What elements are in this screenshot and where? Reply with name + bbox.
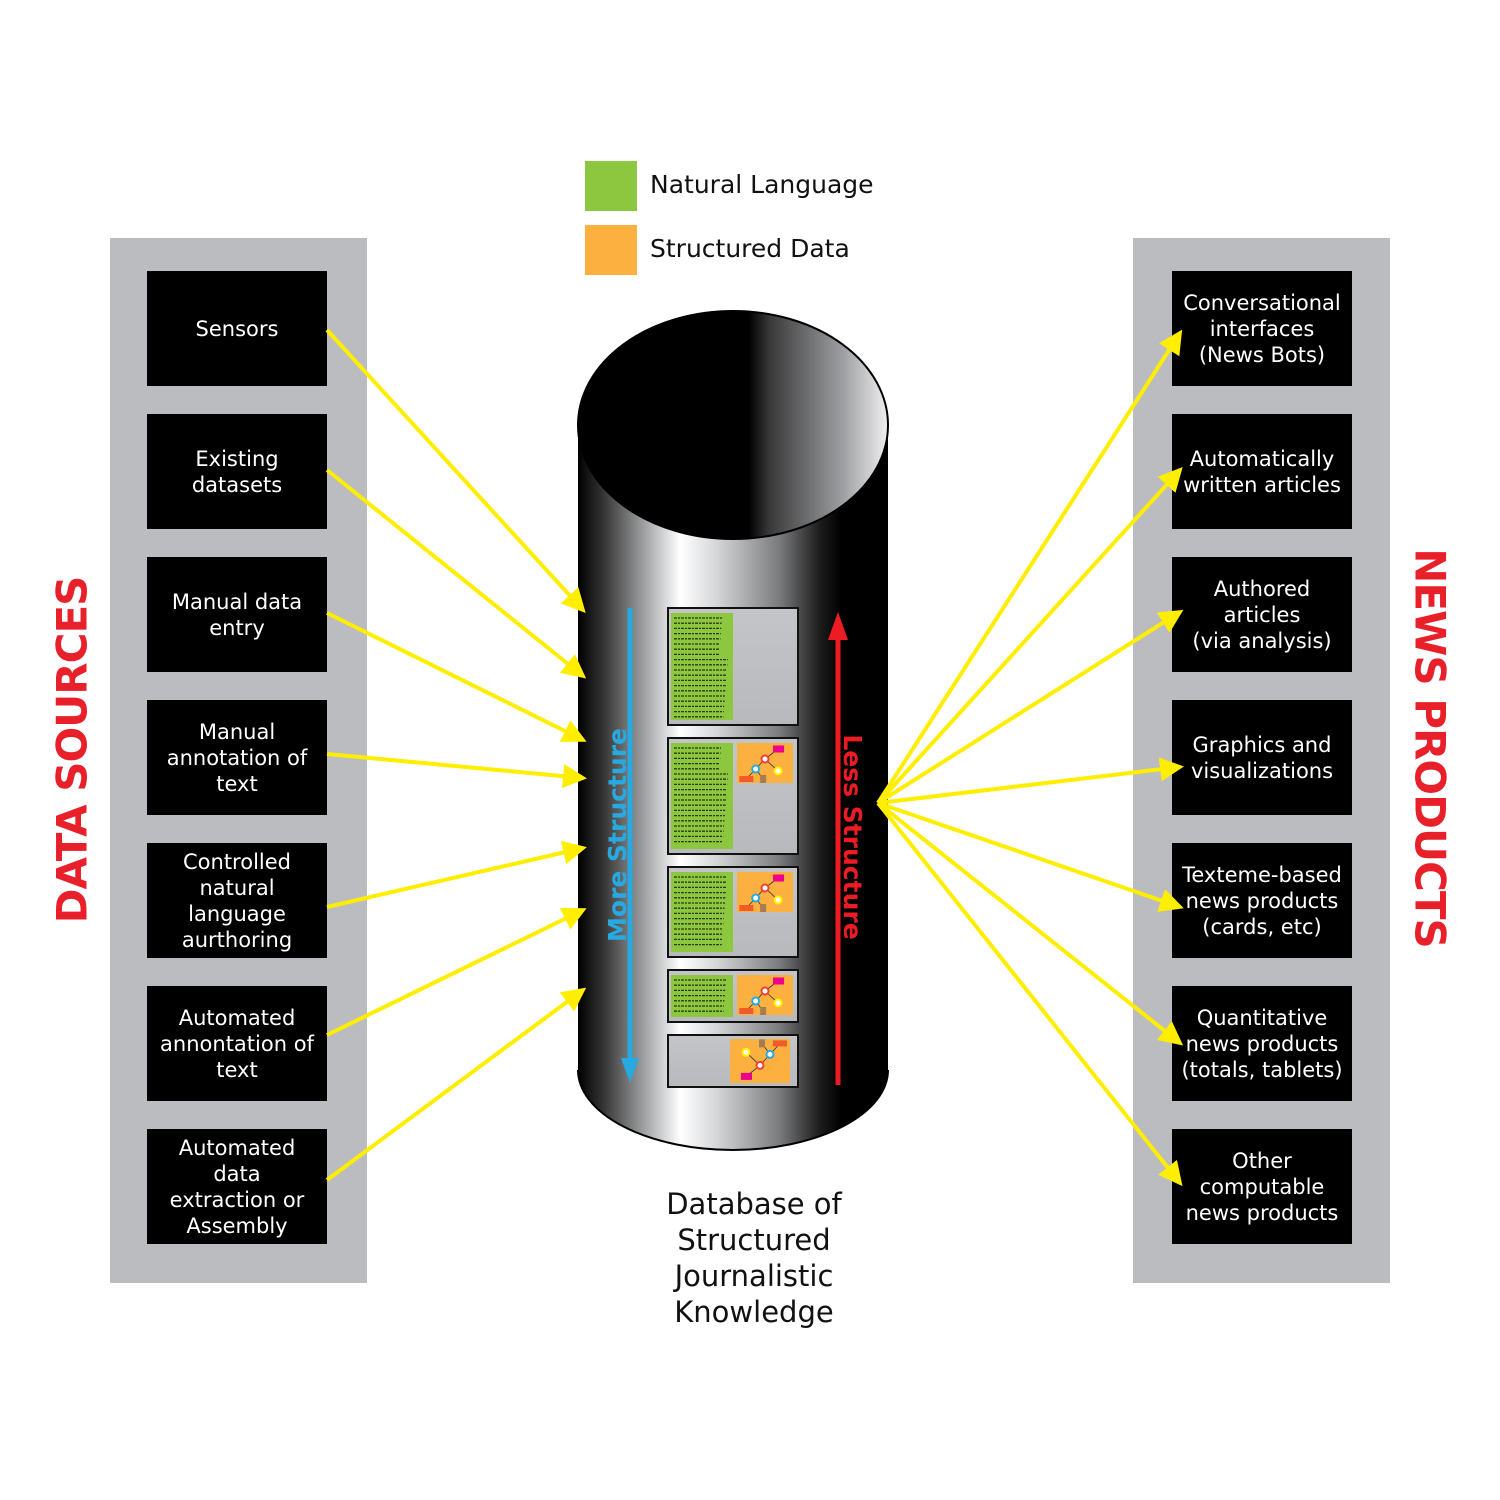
knowledge-card [667,737,799,855]
product-arrow [877,757,1184,805]
less-structure-label: Less Structure [838,734,867,939]
less-structure-arrow [828,612,848,1085]
source-arrow [326,840,587,909]
news-product-box: Quantitative news products (totals, tabl… [1172,986,1352,1101]
source-arrow [325,987,587,1182]
knowledge-card [667,1034,799,1088]
data-source-box: Existing datasets [147,414,327,529]
data-source-box: Manual annotation of text [147,700,327,815]
more-structure-label: More Structure [603,728,632,942]
news-product-box: Conversational interfaces (News Bots) [1172,271,1352,386]
database-cylinder-top [577,310,889,540]
source-arrow [326,752,587,789]
news-product-box: Automatically written articles [1172,414,1352,529]
news-product-box: Other computable news products [1172,1129,1352,1244]
product-arrow [876,609,1184,805]
product-arrow [876,467,1183,805]
data-source-box: Sensors [147,271,327,386]
news-product-box: Texteme-based news products (cards, etc) [1172,843,1352,958]
database-caption: Database of Structured Journalistic Know… [666,1187,842,1329]
source-arrow [326,611,587,742]
knowledge-card [667,969,799,1023]
news-product-box: Authored articles (via analysis) [1172,557,1352,672]
product-arrow [876,801,1184,1046]
news-product-box: Graphics and visualizations [1172,700,1352,815]
data-source-box: Automated data extraction or Assembly [147,1129,327,1244]
legend-swatch-structured-data [585,225,637,275]
natural-language-block [671,872,733,952]
source-arrow [326,907,587,1037]
more-structure-arrow [621,608,639,1083]
data-source-box: Controlled natural language aurthoring [147,843,327,958]
source-arrow [325,468,587,679]
legend-label-natural-language: Natural Language [650,170,874,199]
product-arrow [876,329,1183,805]
product-arrow [877,801,1184,912]
legend-swatch-natural-language [585,161,637,211]
knowledge-card [667,866,799,958]
data-source-box: Automated annontation of text [147,986,327,1101]
knowledge-card [667,607,799,726]
product-arrow [876,801,1183,1187]
data-source-box: Manual data entry [147,557,327,672]
legend-label-structured-data: Structured Data [650,234,850,263]
source-arrow [325,328,586,613]
natural-language-block [671,613,733,720]
